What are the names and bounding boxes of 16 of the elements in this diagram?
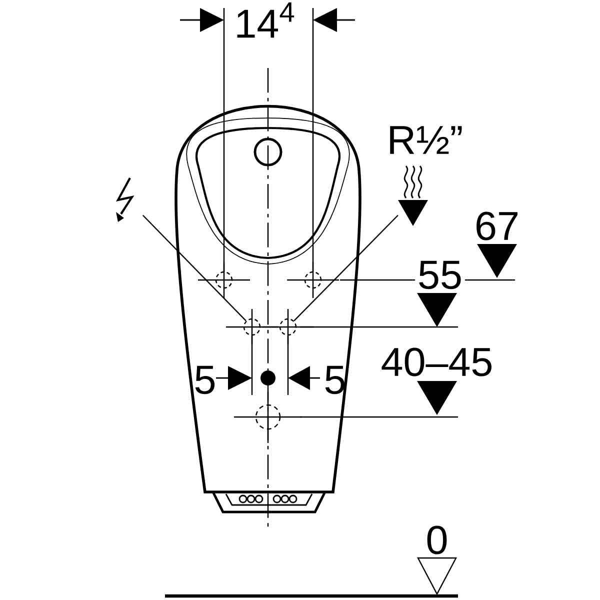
crosshair [286, 261, 340, 299]
supply-symbol [398, 166, 428, 226]
pipe-size-label: R½” [390, 126, 462, 154]
supply-symbol [116, 178, 134, 222]
crosshair [261, 308, 315, 346]
leader-line [142, 214, 246, 322]
crosshair [233, 390, 303, 444]
level-label: 0 [427, 526, 447, 554]
dimension-label: 14$^{4}$ [237, 2, 294, 38]
dimension-label: 5 [195, 366, 215, 394]
level-label: 67 [476, 212, 518, 240]
dimension-label: 5 [325, 366, 345, 394]
level-label: 40–45 [382, 348, 492, 376]
leader-line [294, 214, 398, 322]
level-label: 55 [419, 260, 461, 290]
crosshair [197, 261, 251, 299]
